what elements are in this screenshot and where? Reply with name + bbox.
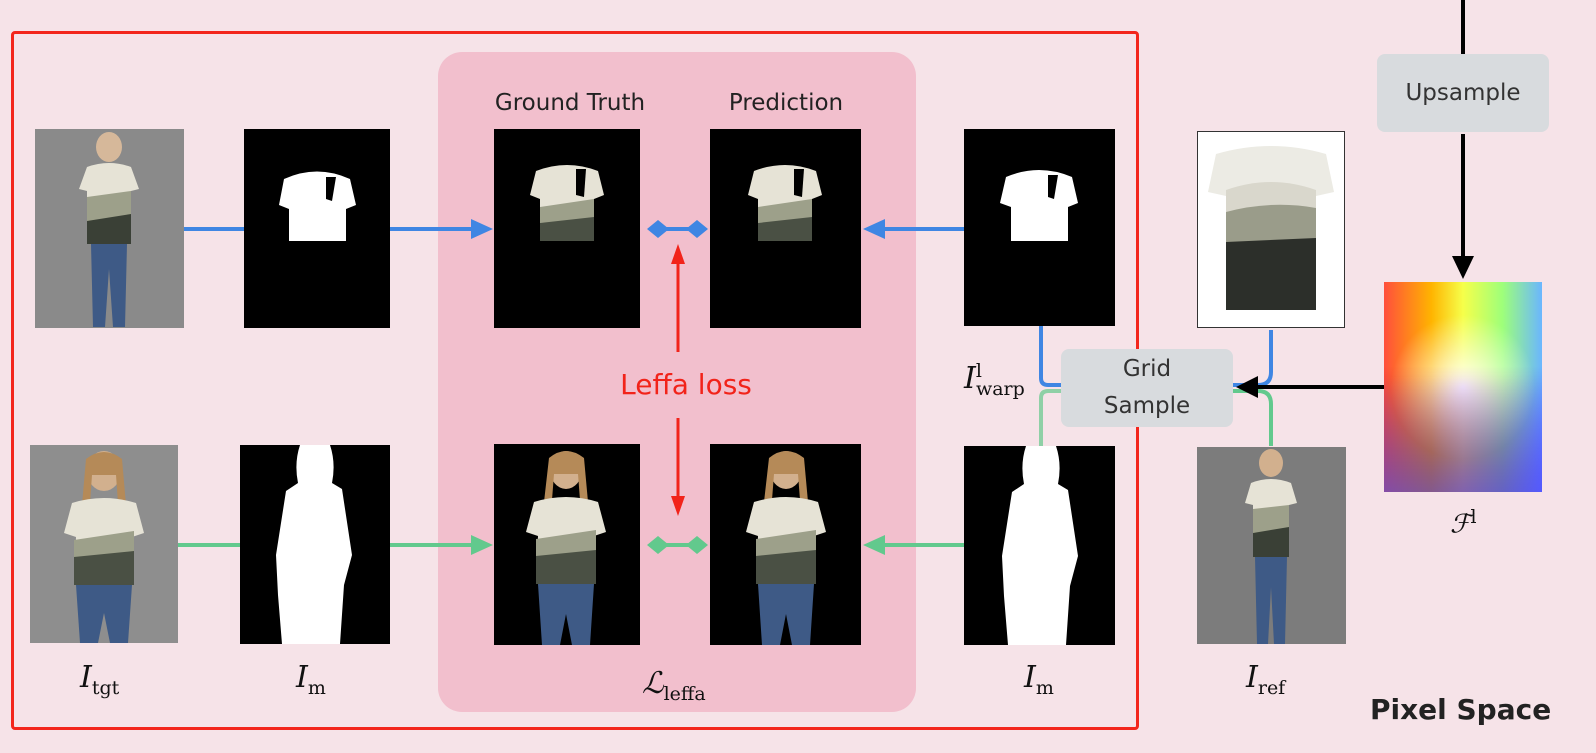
cloth-mask-top-left bbox=[244, 129, 390, 328]
reference-person-image bbox=[1197, 447, 1346, 644]
ground-truth-header: Ground Truth bbox=[494, 90, 646, 116]
label-i-warp: Ilwarp bbox=[964, 360, 1025, 400]
upsample-box: Upsample bbox=[1377, 54, 1549, 132]
person-mask-right bbox=[964, 446, 1115, 645]
loss-arrowhead-down bbox=[671, 496, 685, 516]
shirt-to-grid-blue bbox=[1233, 330, 1273, 387]
diamond-pred-bottom bbox=[686, 536, 708, 554]
person-mask-left bbox=[240, 445, 390, 644]
label-i-m-right: Im bbox=[1024, 660, 1054, 699]
prediction-cloth-top bbox=[710, 129, 861, 328]
arrowhead-gt-bottom bbox=[471, 535, 493, 555]
grid-to-warp-blue bbox=[1039, 326, 1061, 387]
label-i-ref: Iref bbox=[1246, 660, 1286, 699]
label-l-leffa: ℒleffa bbox=[642, 666, 706, 705]
ref-to-grid-green bbox=[1233, 389, 1273, 446]
upsample-to-flow-arrowhead bbox=[1452, 256, 1474, 279]
label-f-l: ℱl bbox=[1450, 506, 1477, 540]
pixel-space-title: Pixel Space bbox=[1370, 693, 1552, 726]
diamond-pred-top bbox=[686, 220, 708, 238]
arrowhead-pred-bottom bbox=[863, 535, 885, 555]
prediction-header: Prediction bbox=[728, 90, 844, 116]
leffa-loss-label: Leffa loss bbox=[620, 368, 752, 401]
ground-truth-cloth-top bbox=[494, 129, 640, 328]
prediction-person bbox=[710, 444, 861, 645]
flow-to-grid-arrowhead bbox=[1236, 376, 1258, 398]
grid-sample-box: Grid Sample bbox=[1061, 349, 1233, 427]
reference-garment-image bbox=[1197, 131, 1345, 328]
flow-field-image bbox=[1384, 282, 1542, 492]
diamond-gt-bottom bbox=[647, 536, 669, 554]
target-person-image bbox=[30, 445, 178, 643]
grid-to-warp-green bbox=[1039, 389, 1061, 446]
cloth-mask-top-right bbox=[964, 129, 1115, 326]
arrowhead-gt-top bbox=[471, 219, 493, 239]
loss-arrowhead-up bbox=[671, 244, 685, 264]
ground-truth-person bbox=[494, 444, 640, 645]
target-person-image-top bbox=[35, 129, 184, 328]
label-i-m-left: Im bbox=[296, 660, 326, 699]
diamond-gt-top bbox=[647, 220, 669, 238]
arrowhead-pred-top bbox=[863, 219, 885, 239]
label-i-tgt: Itgt bbox=[80, 660, 120, 699]
